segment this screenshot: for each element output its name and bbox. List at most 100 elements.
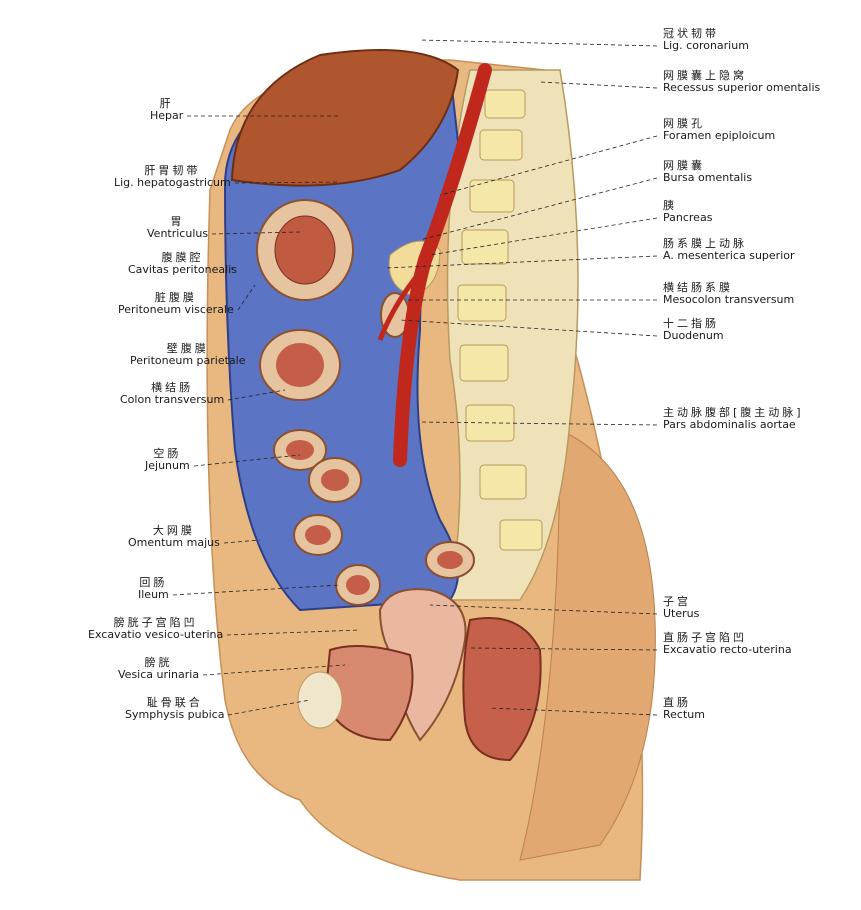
label-zh: 壁腹膜 — [166, 342, 209, 355]
label-latin: Pancreas — [663, 211, 713, 224]
symphysis-pubica — [297, 671, 343, 729]
leader-line — [539, 81, 658, 89]
label-latin: Rectum — [663, 708, 705, 721]
label-zh: 网膜囊 — [663, 159, 705, 172]
label-latin: Lig. hepatogastricum — [114, 176, 231, 189]
label-zh: 十二指肠 — [663, 317, 719, 330]
label-latin: Uterus — [663, 607, 700, 620]
vertebra — [461, 229, 509, 265]
bladder — [323, 645, 414, 742]
vertebra — [479, 464, 527, 500]
label-zh: 直肠 — [663, 696, 691, 709]
vertebra — [457, 284, 507, 322]
label-zh: 肝胃韧带 — [144, 164, 201, 177]
leader-line — [429, 604, 658, 615]
a-mesenterica-superior — [377, 258, 432, 341]
label-latin: Colon transversum — [120, 393, 225, 406]
label-zh: 子宫 — [663, 595, 691, 608]
leader-line — [429, 217, 658, 256]
leader-line — [234, 181, 341, 184]
vertebra — [479, 129, 523, 161]
label-zh: 直肠子宫陷凹 — [663, 631, 747, 644]
label-latin: Hepar — [150, 109, 184, 122]
label-zh: 回肠 — [139, 576, 168, 589]
vertebra — [459, 344, 509, 382]
label-latin: Ventriculus — [147, 227, 209, 240]
label-zh: 空肠 — [153, 447, 182, 460]
label-zh: 肠系膜上动脉 — [663, 237, 747, 250]
label-zh: 网膜孔 — [663, 117, 705, 130]
label-latin: Vesica urinaria — [118, 668, 200, 681]
leader-line — [193, 454, 301, 467]
vertebra — [499, 519, 543, 551]
label-zh: 胰 — [663, 199, 677, 212]
leader-line — [226, 629, 361, 636]
leader-line — [202, 664, 346, 676]
label-latin: A. mesenterica superior — [663, 249, 795, 262]
rectum — [462, 617, 542, 762]
leader-line — [384, 255, 658, 269]
vertebra — [484, 89, 526, 119]
leader-line — [419, 39, 658, 47]
leader-line — [419, 177, 658, 241]
label-latin: Jejunum — [145, 459, 190, 472]
label-latin: Peritoneum parietale — [130, 354, 246, 367]
leader-line — [469, 647, 658, 651]
leader-line — [399, 319, 658, 337]
vertebra — [469, 179, 515, 213]
label-latin: Pars abdominalis aortae — [663, 418, 796, 431]
label-zh: 膀胱 — [144, 656, 173, 669]
label-latin: Bursa omentalis — [663, 171, 753, 184]
label-latin: Peritoneum viscerale — [118, 303, 234, 316]
leader-line — [237, 284, 256, 311]
leader-line — [439, 135, 658, 196]
label-latin: Excavatio vesico-uterina — [88, 628, 224, 641]
leader-line — [211, 231, 301, 235]
label-zh: 横结肠系膜 — [663, 281, 733, 294]
label-latin: Foramen epiploicum — [663, 129, 776, 142]
label-zh: 横结肠 — [151, 381, 194, 394]
label-latin: Symphysis pubica — [125, 708, 225, 721]
label-latin: Mesocolon transversum — [663, 293, 795, 306]
buttocks — [519, 429, 656, 861]
label-zh: 耻骨联合 — [146, 696, 203, 709]
label-latin: Omentum majus — [128, 536, 220, 549]
label-zh: 胃 — [170, 215, 185, 228]
label-zh: 腹膜腔 — [161, 251, 204, 264]
label-latin: Ileum — [138, 588, 169, 601]
label-zh: 冠状韧带 — [663, 27, 719, 40]
leader-line — [223, 539, 261, 544]
label-zh: 肝 — [159, 97, 174, 110]
aorta — [393, 63, 492, 467]
label-latin: Recessus superior omentalis — [663, 81, 821, 94]
label-zh: 大网膜 — [152, 524, 195, 537]
label-latin: Duodenum — [663, 329, 724, 342]
label-zh: 脏腹膜 — [154, 291, 197, 304]
label-right-8: 主动脉腹部[腹主动脉]Pars abdominalis aortae — [663, 407, 804, 431]
label-latin: Cavitas peritonealis — [128, 263, 237, 276]
label-zh: 膀胱子宫陷凹 — [113, 616, 198, 629]
label-zh: 主动脉腹部[腹主动脉] — [663, 406, 804, 419]
